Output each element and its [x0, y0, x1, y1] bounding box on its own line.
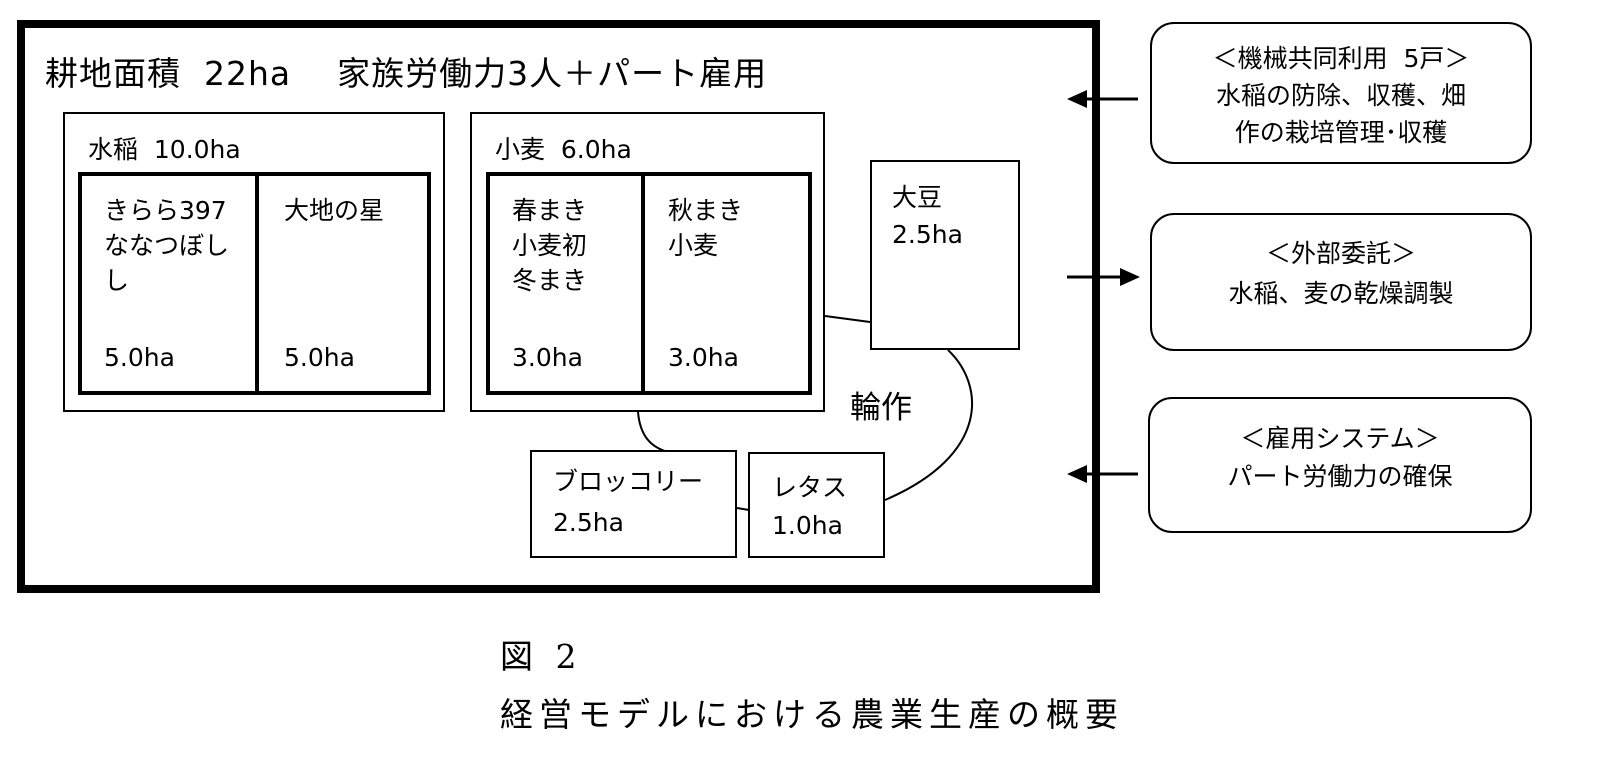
- machinery-sharing-title: ＜機械共同利用 5戸＞: [1212, 44, 1470, 73]
- wheat-types-box: [486, 172, 812, 395]
- employment-system-body: パート労働力の確保: [1227, 462, 1453, 491]
- wheat-divider: [641, 174, 645, 393]
- soybean-name: 大豆: [892, 183, 943, 212]
- rice-variety-2-name: 大地の星: [284, 196, 385, 225]
- figure-number: 図 2: [500, 637, 583, 676]
- wheat-label: 小麦 6.0ha: [495, 135, 632, 164]
- employment-system-title: ＜雇用システム＞: [1240, 424, 1440, 453]
- arrow-from-machinery: [1067, 90, 1138, 108]
- connector-soybean-lettuce: [884, 349, 974, 501]
- connector-wheat-broccoli: [637, 411, 669, 453]
- lettuce-area: 1.0ha: [772, 511, 843, 540]
- arrow-to-outsourcing: [1067, 268, 1140, 286]
- wheat-type-2-name: 秋まき 小麦: [668, 196, 744, 260]
- rotation-label: 輪作: [850, 390, 912, 426]
- wheat-type-1-area: 3.0ha: [512, 343, 583, 372]
- employment-system-box: [1148, 397, 1532, 533]
- lettuce-name: レタス: [772, 473, 848, 502]
- broccoli-box: [530, 450, 737, 558]
- outsourcing-body: 水稲、麦の乾燥調製: [1228, 279, 1454, 308]
- wheat-type-2-area: 3.0ha: [668, 343, 739, 372]
- soybean-area: 2.5ha: [892, 220, 963, 249]
- farm-title: 耕地面積 22ha 家族労働力3人＋パート雇用: [45, 54, 768, 93]
- machinery-sharing-box: [1150, 22, 1532, 164]
- soybean-box: [870, 160, 1020, 350]
- rice-variety-2-area: 5.0ha: [284, 343, 355, 372]
- outsourcing-box: [1150, 213, 1532, 351]
- lettuce-box: [748, 452, 885, 558]
- rice-variety-1-name: きらら397 ななつぼし し: [104, 196, 230, 295]
- figure-title: 経営モデルにおける農業生産の概要: [500, 695, 1124, 734]
- farm-frame: [17, 20, 1100, 593]
- rice-varieties-box: [78, 172, 431, 395]
- rice-label: 水稲 10.0ha: [88, 135, 241, 164]
- connector-broccoli-lettuce: [736, 507, 750, 511]
- connector-wheat-soybean: [824, 315, 871, 323]
- broccoli-area: 2.5ha: [553, 508, 624, 537]
- machinery-sharing-body: 水稲の防除、収穫、畑 作の栽培管理･収穫: [1215, 81, 1466, 147]
- rice-variety-1-area: 5.0ha: [104, 343, 175, 372]
- outsourcing-title: ＜外部委託＞: [1265, 239, 1416, 268]
- wheat-type-1-name: 春まき 小麦初 冬まき: [512, 196, 588, 295]
- arrow-from-employment: [1067, 465, 1138, 483]
- broccoli-name: ブロッコリー: [553, 467, 704, 496]
- rice-divider: [255, 174, 259, 393]
